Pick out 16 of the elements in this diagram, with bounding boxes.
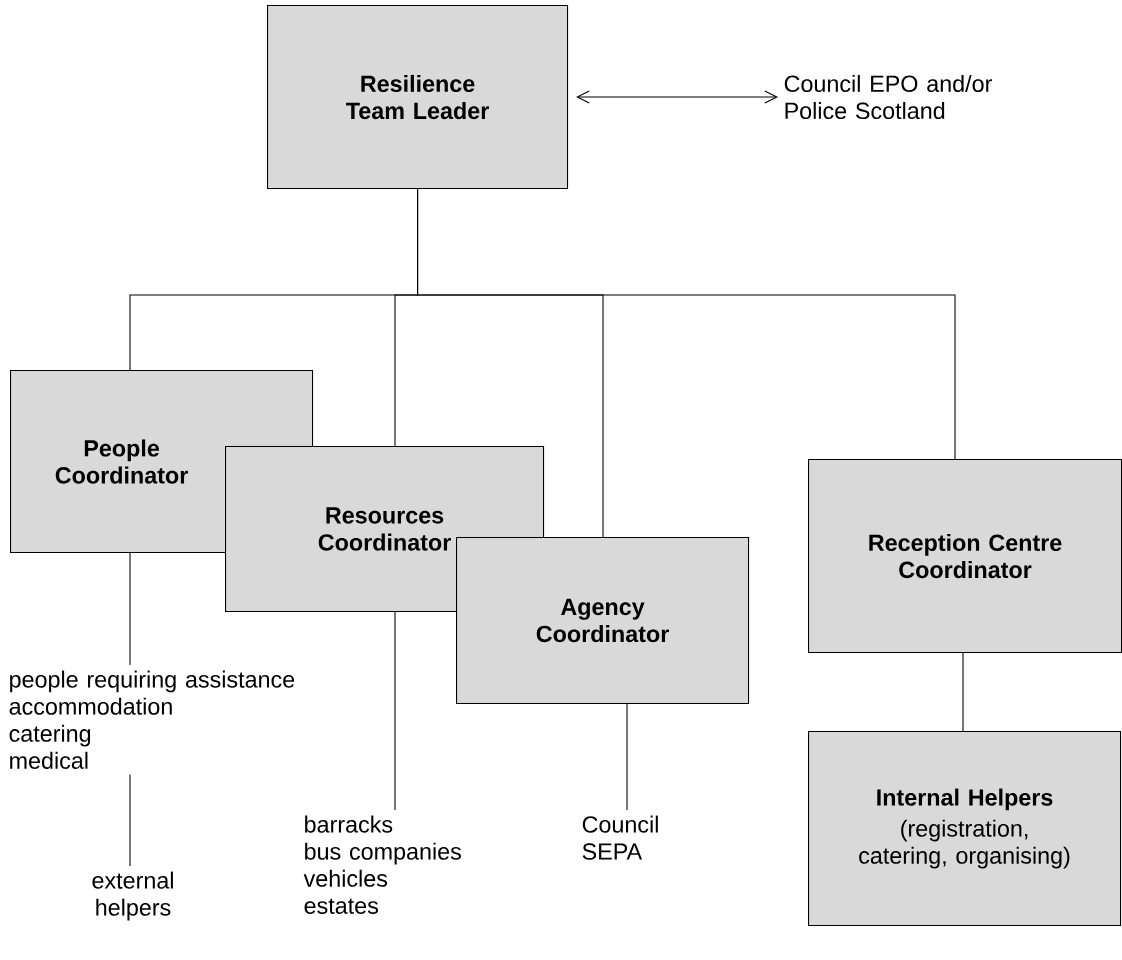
connector-line xyxy=(417,188,956,460)
connector-line xyxy=(626,703,628,811)
double-arrow xyxy=(576,90,778,104)
role-box: Reception Centre Coordinator xyxy=(808,459,1122,654)
connector-line xyxy=(129,552,131,666)
text-label: external helpers xyxy=(92,871,173,921)
text-list: barracks bus companies vehicles estates xyxy=(303,815,461,914)
text-label: Council EPO and/or Police Scotland xyxy=(784,74,992,120)
text-list: people requiring assistance accommodation catering medical xyxy=(9,670,295,769)
role-box: Agency Coordinator xyxy=(456,537,750,705)
connector-line xyxy=(129,774,131,867)
text-list: Council SEPA xyxy=(582,815,658,860)
connector-line xyxy=(962,652,964,732)
role-box: Resilience Team Leader xyxy=(267,5,569,190)
role-box: Internal Helpers (registration, catering, organising) xyxy=(808,731,1122,927)
connector-line xyxy=(394,611,396,811)
